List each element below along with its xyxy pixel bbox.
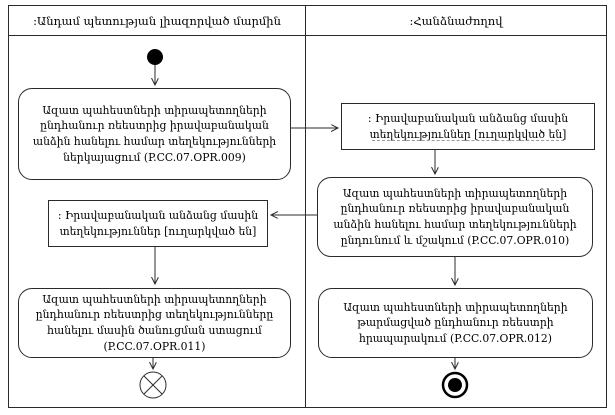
object-node-label: : Իրավաբանական անձանց մասին տեղեկություն… [57, 208, 259, 238]
object-node-info-sent-right: : Իրավաբանական անձանց մասին տեղեկություն… [341, 103, 595, 150]
object-node-info-sent-left: : Իրավաբանական անձանց մասին տեղեկություն… [48, 200, 268, 247]
activity-opr009: Ազատ պահեստների տիրապետողների ընդհանուր … [18, 88, 291, 180]
diagram-frame [8, 5, 607, 408]
activity-opr010: Ազատ պահեստների տիրապետողների ընդհանուր … [317, 177, 593, 257]
activity-label: Ազատ պահեստների տիրապետողների ընդհանուր … [32, 103, 277, 164]
initial-node-icon [147, 49, 163, 65]
activity-label: Ազատ պահեստների տիրապետողների ընդհանուր … [35, 292, 274, 353]
lane-title: :Հանձնաժողով [409, 13, 503, 28]
lane-header-commission: :Հանձնաժողով [306, 6, 606, 35]
lane-header-member-state: :Անդամ պետության լիազորված մարմին [9, 6, 305, 35]
activity-final-icon [441, 371, 469, 399]
activity-opr011: Ազատ պահեստների տիրապետողների ընդհանուր … [18, 288, 291, 358]
lane-title: :Անդամ պետության լիազորված մարմին [33, 13, 281, 28]
flow-final-icon [139, 371, 167, 399]
object-node-underline [372, 140, 564, 141]
activity-label: Ազատ պահեստների տիրապետողների ընդհանուր … [333, 186, 577, 247]
activity-label: Ազատ պահեստների տիրապետողների թարմացված … [343, 300, 568, 345]
object-node-label: : Իրավաբանական անձանց մասին տեղեկություն… [367, 111, 569, 141]
activity-opr012: Ազատ պահեստների տիրապետողների թարմացված … [318, 288, 593, 358]
